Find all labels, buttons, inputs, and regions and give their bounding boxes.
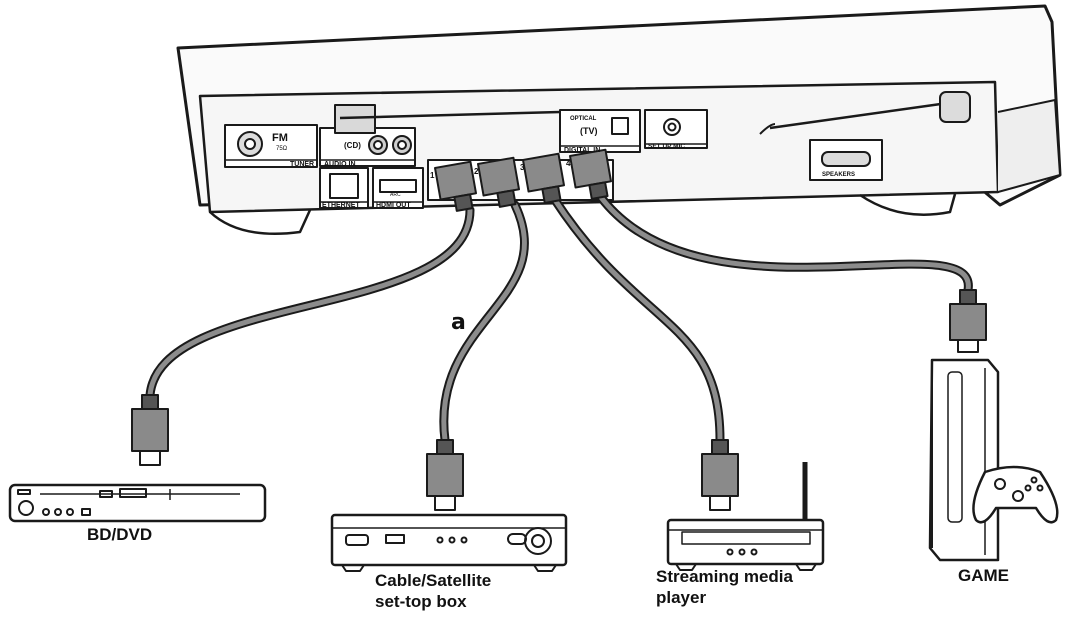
cable-satellite-box <box>330 513 568 572</box>
receiver-labels: FM 75Ω TUNER (CD) AUDIO IN OPTICAL (TV) … <box>272 116 855 209</box>
hdmi-in-port-3-label: 3 <box>520 163 525 172</box>
cable-box-label-line2: set-top box <box>375 592 467 611</box>
fm-impedance-label: 75Ω <box>276 146 288 152</box>
hdmi-in-port-1-label: 1 <box>430 171 435 180</box>
ethernet-label: ETHERNET <box>322 202 360 209</box>
hdmi-in-port-2-label: 2 <box>474 167 479 176</box>
setup-mic-label: SET UP MIC <box>648 143 685 150</box>
hdmi-out-label: HDMI OUT <box>376 202 411 209</box>
streaming-label-line1: Streaming media <box>656 567 793 586</box>
hdmi-out-port <box>379 179 417 193</box>
cable-box-label-line1: Cable/Satellite <box>375 571 492 590</box>
bd-dvd-player <box>8 483 267 523</box>
optical-label: OPTICAL <box>570 116 597 122</box>
streaming-label-line2: player <box>656 588 707 607</box>
speakers-label: SPEAKERS <box>822 172 855 178</box>
device-side-plugs <box>131 289 987 511</box>
audio-in-label: AUDIO IN <box>324 161 356 168</box>
antenna-mount <box>939 91 971 123</box>
streaming-media-player <box>666 462 825 571</box>
receiver-side-plugs <box>434 148 613 212</box>
ethernet-port <box>329 173 359 199</box>
cd-label: (CD) <box>344 141 361 150</box>
hdmi-cable-bd-dvd <box>145 205 475 400</box>
cable-marker-a: a <box>451 310 466 335</box>
bd-dvd-label: BD/DVD <box>87 525 153 544</box>
game-label: GAME <box>958 566 1009 585</box>
digital-in-label: DIGITAL IN <box>564 147 600 154</box>
arc-label: ARC <box>390 192 401 198</box>
av-receiver <box>176 4 1062 236</box>
game-controller-icon <box>972 465 1059 524</box>
game-console <box>928 358 1059 562</box>
tv-label: (TV) <box>580 126 598 136</box>
fm-label: FM <box>272 132 288 144</box>
hdmi-in-port-4-label: 4 <box>566 159 571 168</box>
tuner-label: TUNER <box>290 161 314 168</box>
optical-jack <box>611 117 629 135</box>
power-button-icon <box>18 500 34 516</box>
dial-knob-icon <box>524 527 552 555</box>
